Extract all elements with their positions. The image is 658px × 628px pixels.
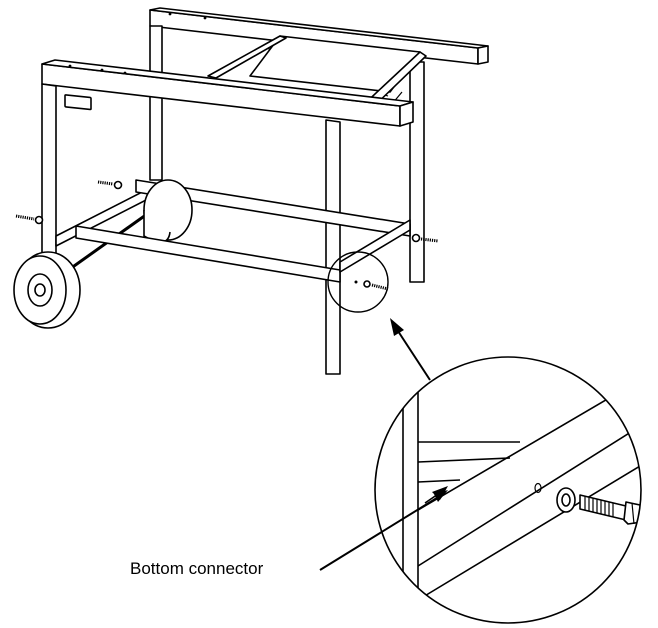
bottom-connector-label: Bottom connector	[130, 559, 264, 578]
magnified-detail-view	[374, 356, 642, 624]
axle	[59, 210, 151, 278]
handle-slot	[64, 94, 92, 111]
top-shelf-panel	[249, 35, 421, 93]
bolt-right	[411, 233, 439, 243]
detail-callout-circle	[327, 251, 389, 313]
bottom-side-rail-right	[339, 219, 411, 273]
label-leader-line	[319, 490, 448, 571]
rear-wheel	[143, 179, 193, 243]
front-top-rail	[41, 59, 414, 127]
front-wheel	[13, 251, 81, 329]
magnify-arrow	[390, 318, 431, 381]
bolt-left-upper	[97, 180, 123, 190]
top-cross-bar-left	[207, 35, 287, 79]
bottom-back-rail	[135, 179, 411, 237]
bolt-left-lower	[15, 214, 44, 225]
bottom-front-rail	[75, 225, 341, 283]
